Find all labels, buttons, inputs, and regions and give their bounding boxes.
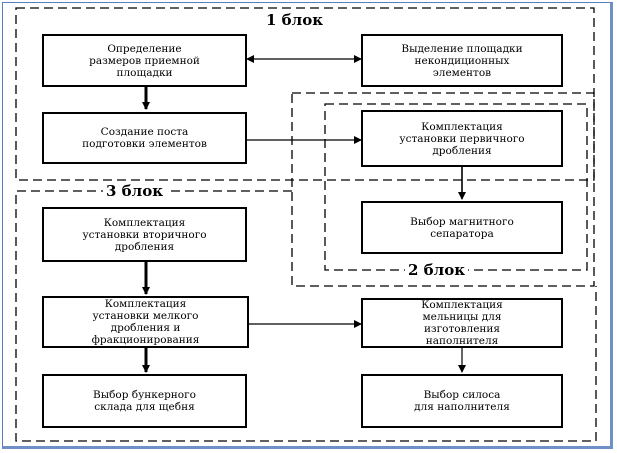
block1-label: 1 блок xyxy=(263,12,327,28)
box-substandard-area: Выделение площадки некондиционных элемен… xyxy=(361,34,563,87)
box-filler-silo: Выбор силоса для наполнителя xyxy=(361,374,563,428)
box-prep-post: Создание поста подготовки элементов xyxy=(42,112,247,164)
block2-inner-outline xyxy=(324,103,588,271)
box-size-definition: Определение размеров приемной площадки xyxy=(42,34,247,87)
block2-outer-outline xyxy=(291,92,595,287)
box-bunker-storage: Выбор бункерного склада для щебня xyxy=(42,374,247,428)
block2-label: 2 блок xyxy=(405,262,469,278)
box-magnetic-separator: Выбор магнитного сепаратора xyxy=(361,201,563,254)
box-secondary-crushing: Комплектация установки вторичного дробле… xyxy=(42,207,247,262)
box-primary-crushing: Комплектация установки первичного дробле… xyxy=(361,110,563,167)
block3-label: 3 блок xyxy=(103,183,167,199)
box-filler-mill: Комплектация мельницы для изготовления н… xyxy=(361,298,563,348)
box-fine-crushing: Комплектация установки мелкого дробления… xyxy=(42,296,249,348)
